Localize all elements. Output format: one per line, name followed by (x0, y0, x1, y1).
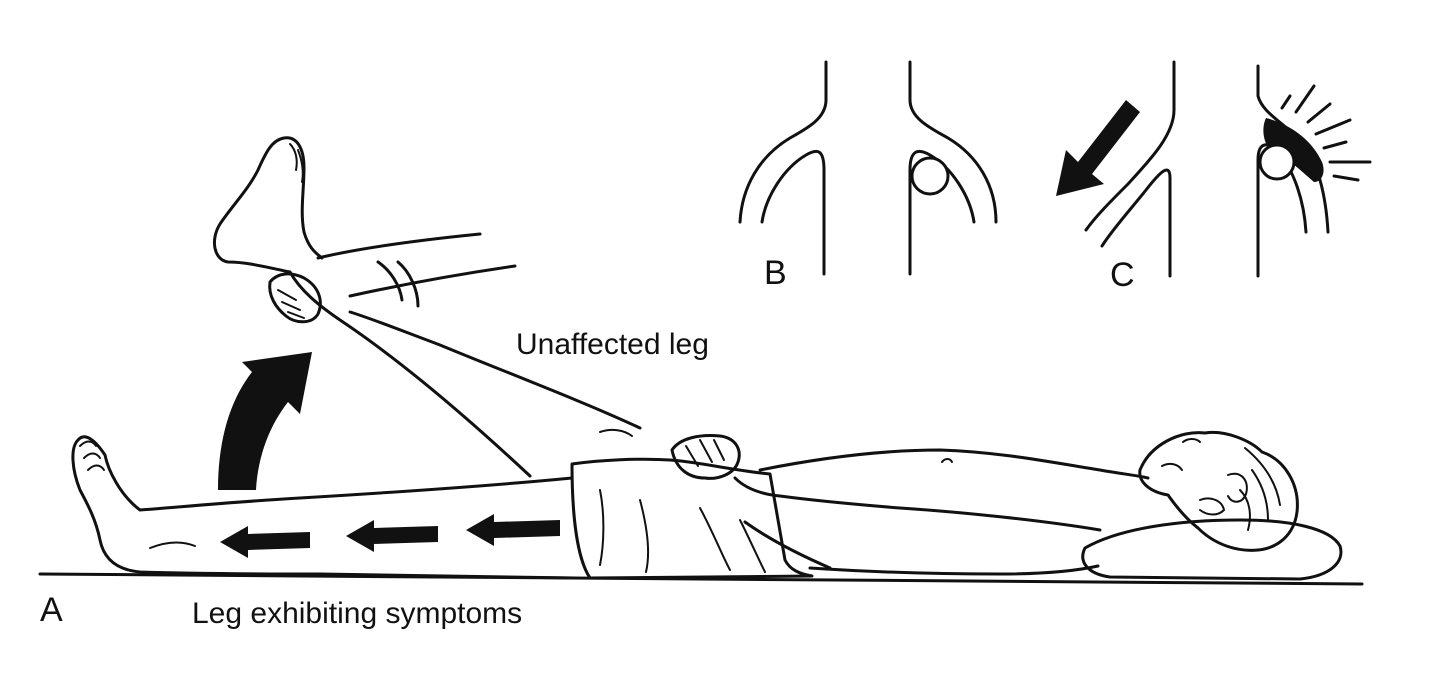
patient-ear (1227, 472, 1248, 503)
panel-a-illustration: A Leg exhibiting symptoms Unaffected leg (38, 136, 1364, 630)
patient-hand (670, 434, 741, 480)
nerve-root-left (760, 149, 826, 276)
examiner-arm (316, 232, 517, 308)
patient-hair (1239, 447, 1281, 531)
compressed-root-highlight (1263, 118, 1324, 182)
stretched-root-outer (1084, 60, 1176, 232)
symptomatic-leg-label: Leg exhibiting symptoms (192, 597, 522, 630)
patient-arm (733, 476, 1102, 570)
curved-arrow-up-icon (218, 352, 312, 490)
shorts-folds (599, 489, 766, 573)
panel-a-label: A (40, 591, 63, 629)
panel-c-illustration: C (1056, 60, 1372, 294)
pain-rays-icon (1280, 84, 1372, 182)
patient-face (1161, 438, 1225, 516)
unaffected-leg (212, 136, 642, 478)
unaffected-knee-line (599, 428, 633, 437)
panel-b-illustration: B (738, 60, 998, 292)
patient-shorts (570, 457, 814, 580)
arrow-left-icon (346, 520, 438, 552)
panel-b-label: B (764, 254, 787, 292)
floor-line (38, 572, 1364, 586)
disc-herniation (910, 156, 950, 196)
arrow-left-icon (220, 526, 310, 558)
nerve-root-right (908, 149, 976, 276)
disc-herniation-tension (1258, 143, 1296, 181)
examiner-fingers (277, 289, 305, 319)
patient-head (1138, 430, 1299, 552)
spinal-canal-left-wall (738, 60, 828, 224)
patient-fingers (685, 439, 725, 467)
unaffected-toes (289, 143, 304, 183)
arrow-left-icon (466, 514, 560, 546)
patient-navel (941, 458, 953, 463)
stretched-root-inner (1100, 168, 1172, 278)
symptomatic-toes (79, 440, 105, 471)
unaffected-leg-label: Unaffected leg (516, 328, 709, 361)
symptomatic-leg (71, 435, 577, 580)
arrow-down-left-icon (1056, 100, 1140, 196)
examiner-hand (268, 272, 322, 324)
patient-torso (758, 448, 1150, 576)
pillow (1081, 518, 1343, 581)
spinal-canal-right-wall (908, 60, 998, 224)
panel-c-label: C (1110, 256, 1135, 294)
symptomatic-calf-line (149, 541, 196, 549)
